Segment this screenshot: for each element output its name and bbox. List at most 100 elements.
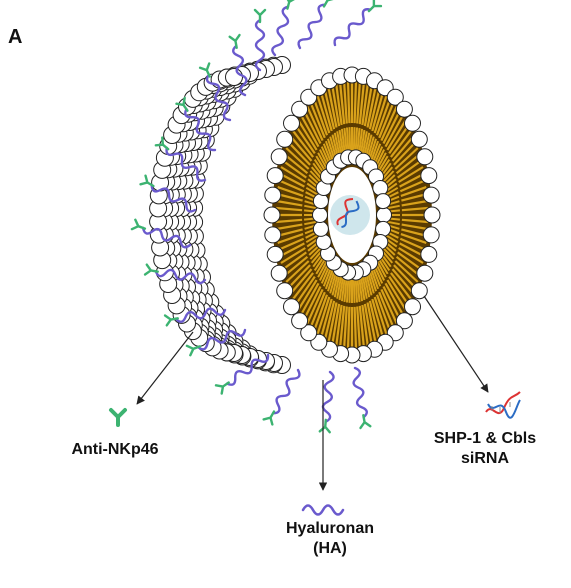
- ha-chain: [185, 328, 247, 357]
- ha-chain: [352, 366, 372, 430]
- lipid-tail: [391, 268, 415, 295]
- antibody-icon: [318, 418, 331, 434]
- lipid-tail: [382, 110, 401, 144]
- lipid-tail: [378, 291, 395, 328]
- lipid-tail: [356, 128, 361, 154]
- sirna-helix-icon: [485, 391, 521, 419]
- lipid-tail: [359, 274, 366, 301]
- lipid-tail: [356, 81, 361, 124]
- lipid-tail: [354, 276, 358, 303]
- lipid-head: [376, 207, 392, 223]
- lipid-head: [283, 114, 300, 132]
- lipid-head: [264, 226, 282, 244]
- lipid-head: [372, 180, 389, 196]
- lipid-tail: [335, 83, 343, 126]
- lipid-tail: [399, 242, 425, 258]
- lipid-tail: [401, 223, 428, 231]
- lipid-tail: [352, 127, 356, 154]
- lipid-tail: [371, 92, 384, 132]
- lipid-tail: [366, 87, 377, 128]
- lipid-tail: [343, 306, 348, 349]
- antibody-icon: [359, 414, 372, 430]
- lipid-tail: [356, 306, 361, 349]
- lipid-tail: [384, 282, 404, 316]
- lipid-tail: [399, 179, 426, 193]
- lipid-tail: [369, 140, 380, 164]
- lipid-tail: [323, 300, 336, 341]
- lipid-tail: [356, 276, 361, 302]
- lipid-tail: [401, 218, 428, 224]
- core-droplet: [330, 195, 370, 235]
- lipid-tail: [327, 302, 338, 343]
- lipid-head: [300, 324, 318, 342]
- lipid-tail: [278, 179, 305, 193]
- lipid-tail: [300, 282, 320, 316]
- panel-letter: A: [8, 26, 23, 48]
- lipid-tail: [292, 130, 314, 158]
- lipid-tail: [378, 102, 395, 139]
- lipid-tail: [289, 135, 313, 162]
- antibody-icon: [262, 410, 276, 426]
- lipid-tail: [341, 275, 346, 302]
- lipid-tail: [331, 85, 341, 127]
- lipid-tail: [323, 89, 336, 130]
- legend-icons: [109, 391, 521, 516]
- lipid-tail: [361, 304, 369, 347]
- lipid-tail: [385, 220, 400, 226]
- lipid-tail: [278, 237, 305, 251]
- antibody-icon: [253, 8, 267, 24]
- lipid-tail: [348, 127, 352, 154]
- lipid-tail: [395, 255, 421, 277]
- hyaluronan-icon: [301, 504, 345, 516]
- ha-chain: [163, 307, 227, 327]
- ha-chain: [214, 353, 270, 395]
- lipid-tail: [304, 220, 319, 226]
- lipid-head: [266, 245, 284, 263]
- lipid-tail: [292, 272, 314, 300]
- lipid-head: [416, 148, 434, 166]
- lipid-tail: [394, 260, 419, 283]
- lipid-tail: [399, 237, 426, 251]
- lipid-tail: [388, 124, 410, 155]
- lipid-head: [312, 220, 329, 237]
- ha-chain: [175, 96, 217, 152]
- lipid-tail: [283, 153, 309, 175]
- antibody-icon: [139, 174, 155, 188]
- ha-chain: [154, 136, 207, 182]
- lipid-tail: [361, 131, 368, 157]
- lipid-tail: [400, 233, 427, 244]
- label-hyaluronan-line2: (HA): [313, 540, 347, 557]
- lipid-tail: [375, 98, 392, 136]
- lipid-tail: [346, 81, 351, 124]
- lipid-tail: [373, 95, 388, 134]
- antibody-icon: [228, 33, 241, 49]
- lipid-tail: [312, 294, 329, 332]
- lipid-tail: [373, 296, 388, 335]
- antibody-icon: [130, 218, 147, 231]
- label-sirna-line1: SHP-1 & Cbls: [433, 430, 537, 447]
- label-hyaluronan: Hyaluronan (HA): [255, 519, 405, 559]
- lipid-tail: [283, 255, 309, 277]
- ha-chain: [253, 8, 267, 72]
- lipid-head: [266, 167, 284, 185]
- lipid-head: [375, 193, 392, 210]
- lipid-tail: [306, 288, 324, 324]
- antibody-icon: [284, 0, 297, 10]
- lipid-tail: [300, 114, 320, 148]
- lipid-tail: [385, 204, 400, 210]
- lipid-head: [264, 186, 282, 204]
- lipid-tail: [309, 102, 326, 139]
- antibody-icon: [109, 408, 127, 427]
- lipid-head: [276, 282, 294, 300]
- lipid-tail: [294, 124, 316, 155]
- lipid-tail: [346, 306, 351, 349]
- lipid-tail: [338, 129, 345, 156]
- lipid-tail: [276, 199, 303, 207]
- lipid-tail: [382, 286, 401, 320]
- lipid-tail: [390, 272, 412, 300]
- lipid-tail: [390, 130, 412, 158]
- lipid-head: [395, 100, 413, 118]
- lipid-tail: [339, 82, 346, 125]
- lipid-tail: [339, 305, 346, 348]
